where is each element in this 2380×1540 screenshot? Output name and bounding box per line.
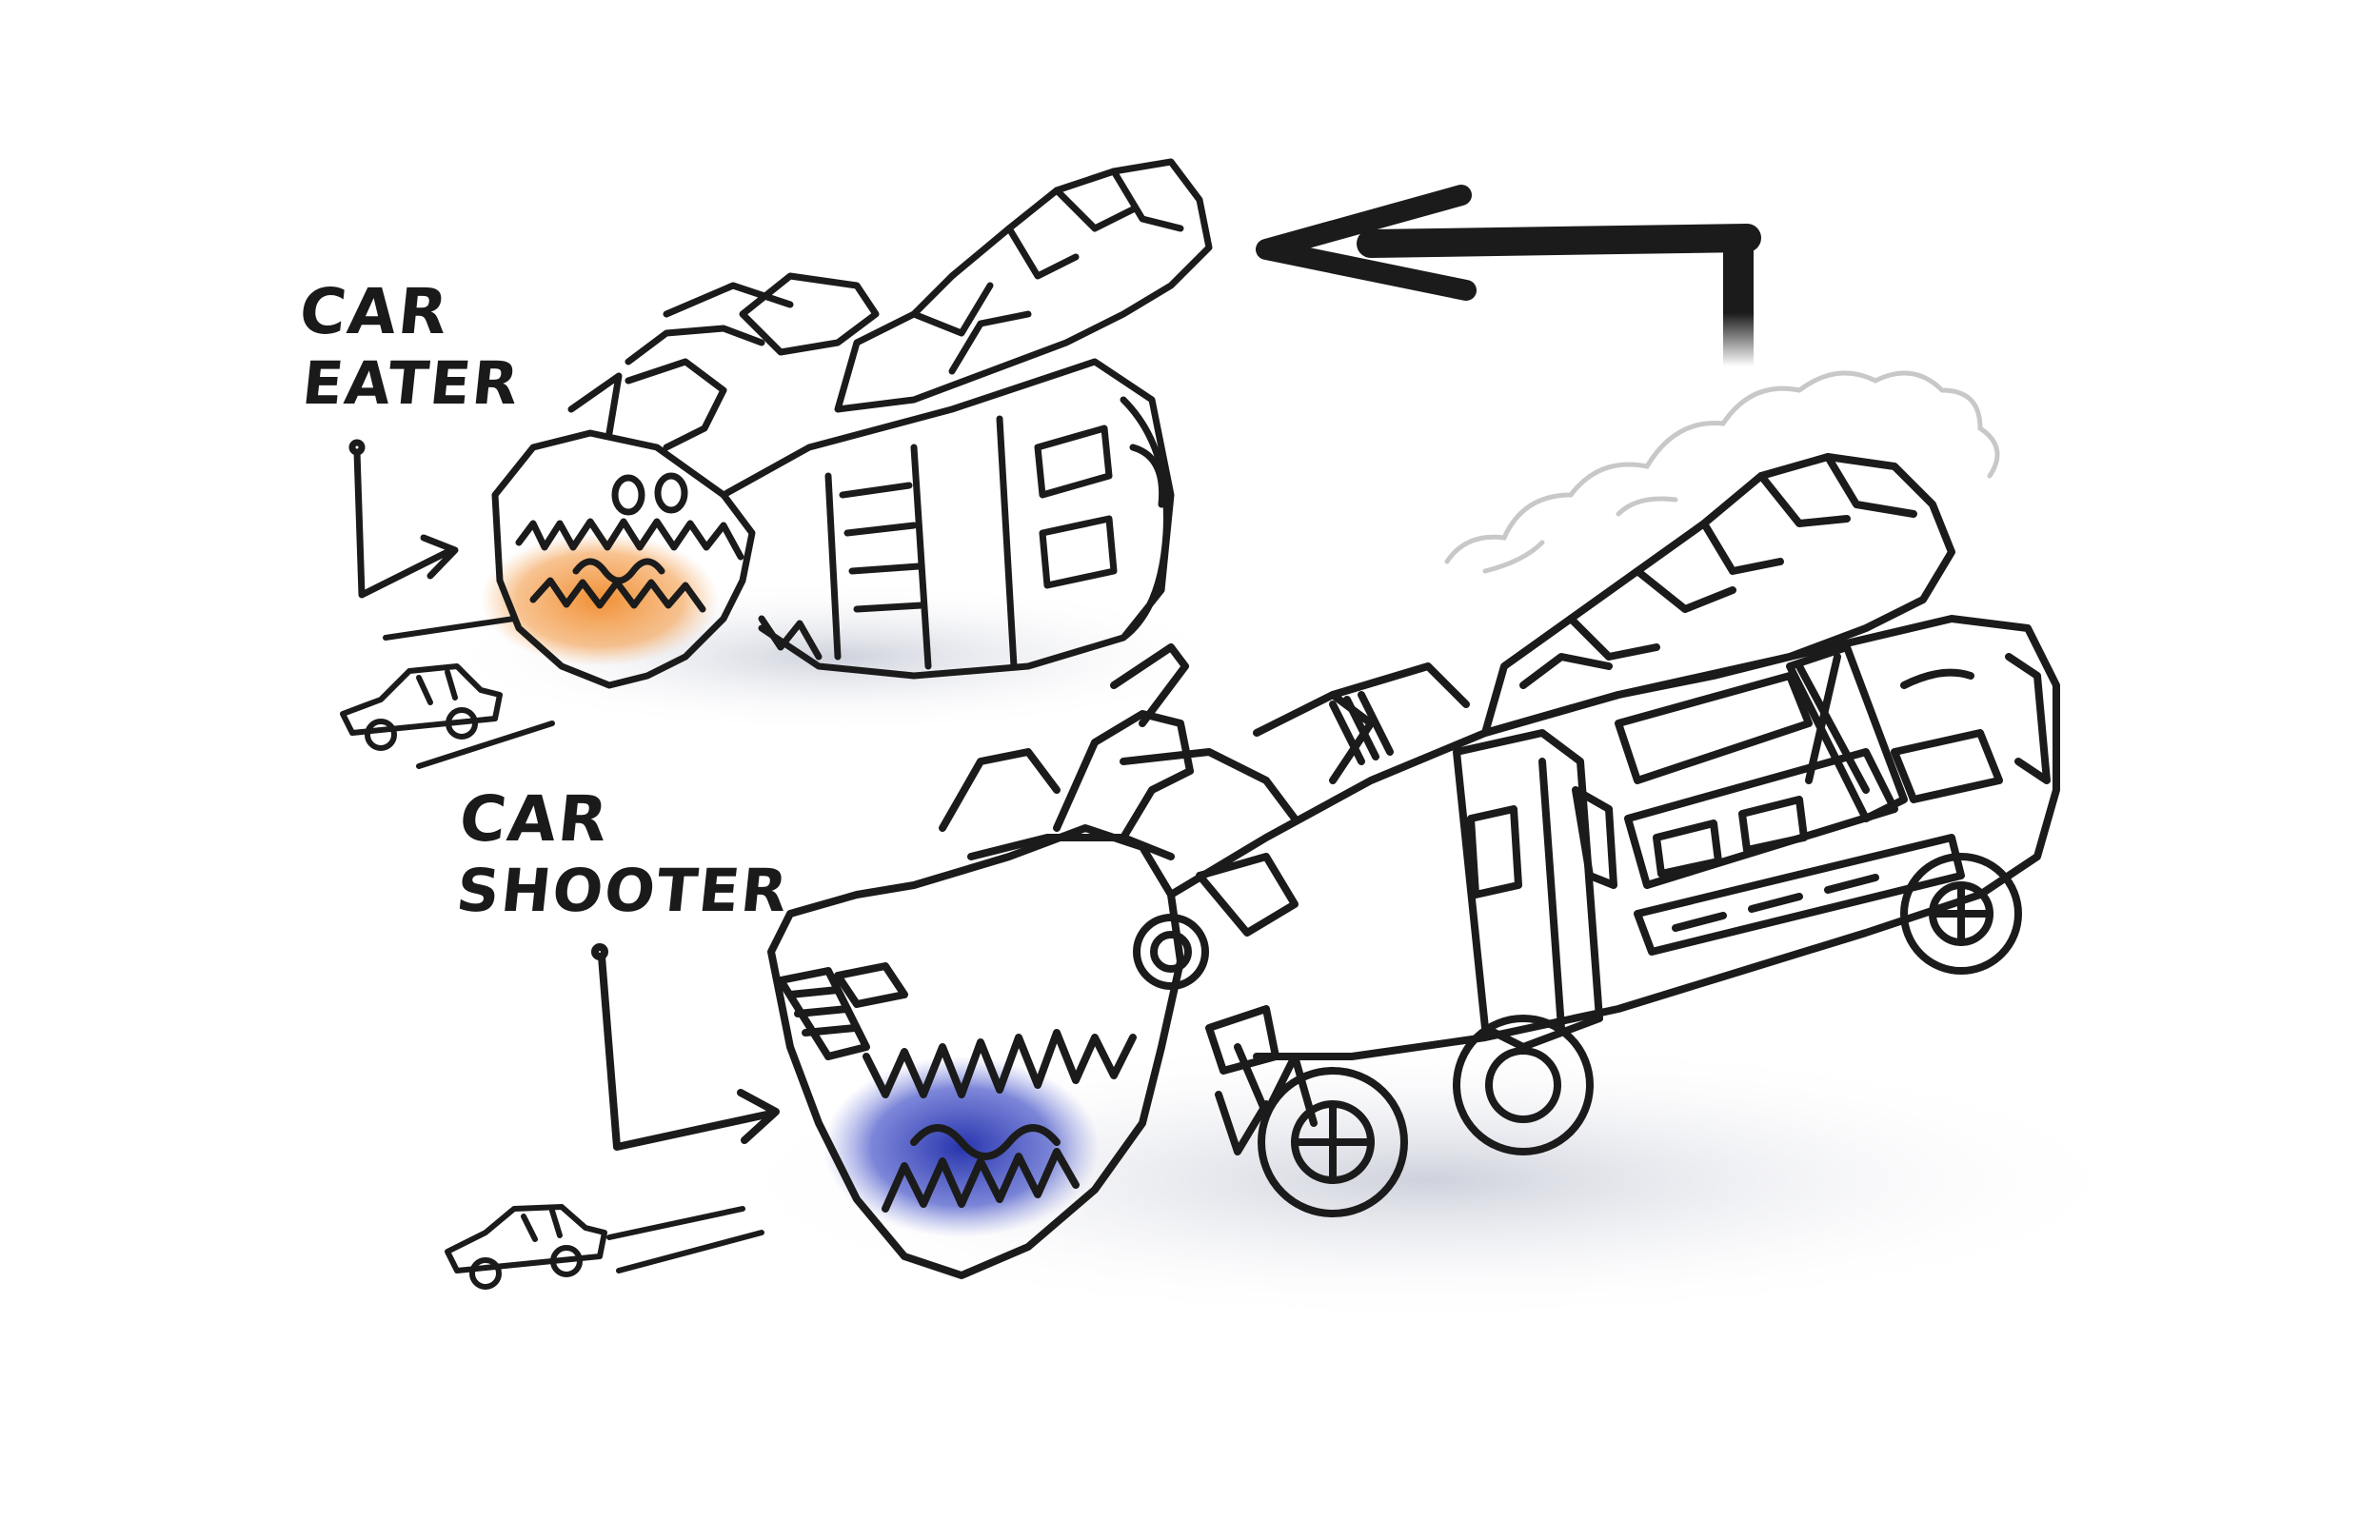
car-eater-label-line1: CAR — [296, 275, 453, 348]
smoke-cloud — [1444, 370, 2000, 574]
shooter-pointer-arrow — [591, 943, 780, 1151]
transform-arrow — [1256, 185, 1761, 366]
eater-small-car-icon — [340, 616, 555, 769]
car-eater-vehicle — [481, 158, 1213, 689]
eater-mouth-glow — [481, 533, 719, 666]
car-shooter-vehicle — [767, 370, 2060, 1279]
eater-pointer-arrow — [348, 439, 459, 599]
shooter-small-car-icon — [445, 1204, 764, 1290]
car-shooter-label-line1: CAR — [456, 782, 613, 856]
car-shooter-label-line2: SHOOTER — [453, 856, 793, 925]
car-eater-label-line2: EATER — [299, 348, 524, 418]
